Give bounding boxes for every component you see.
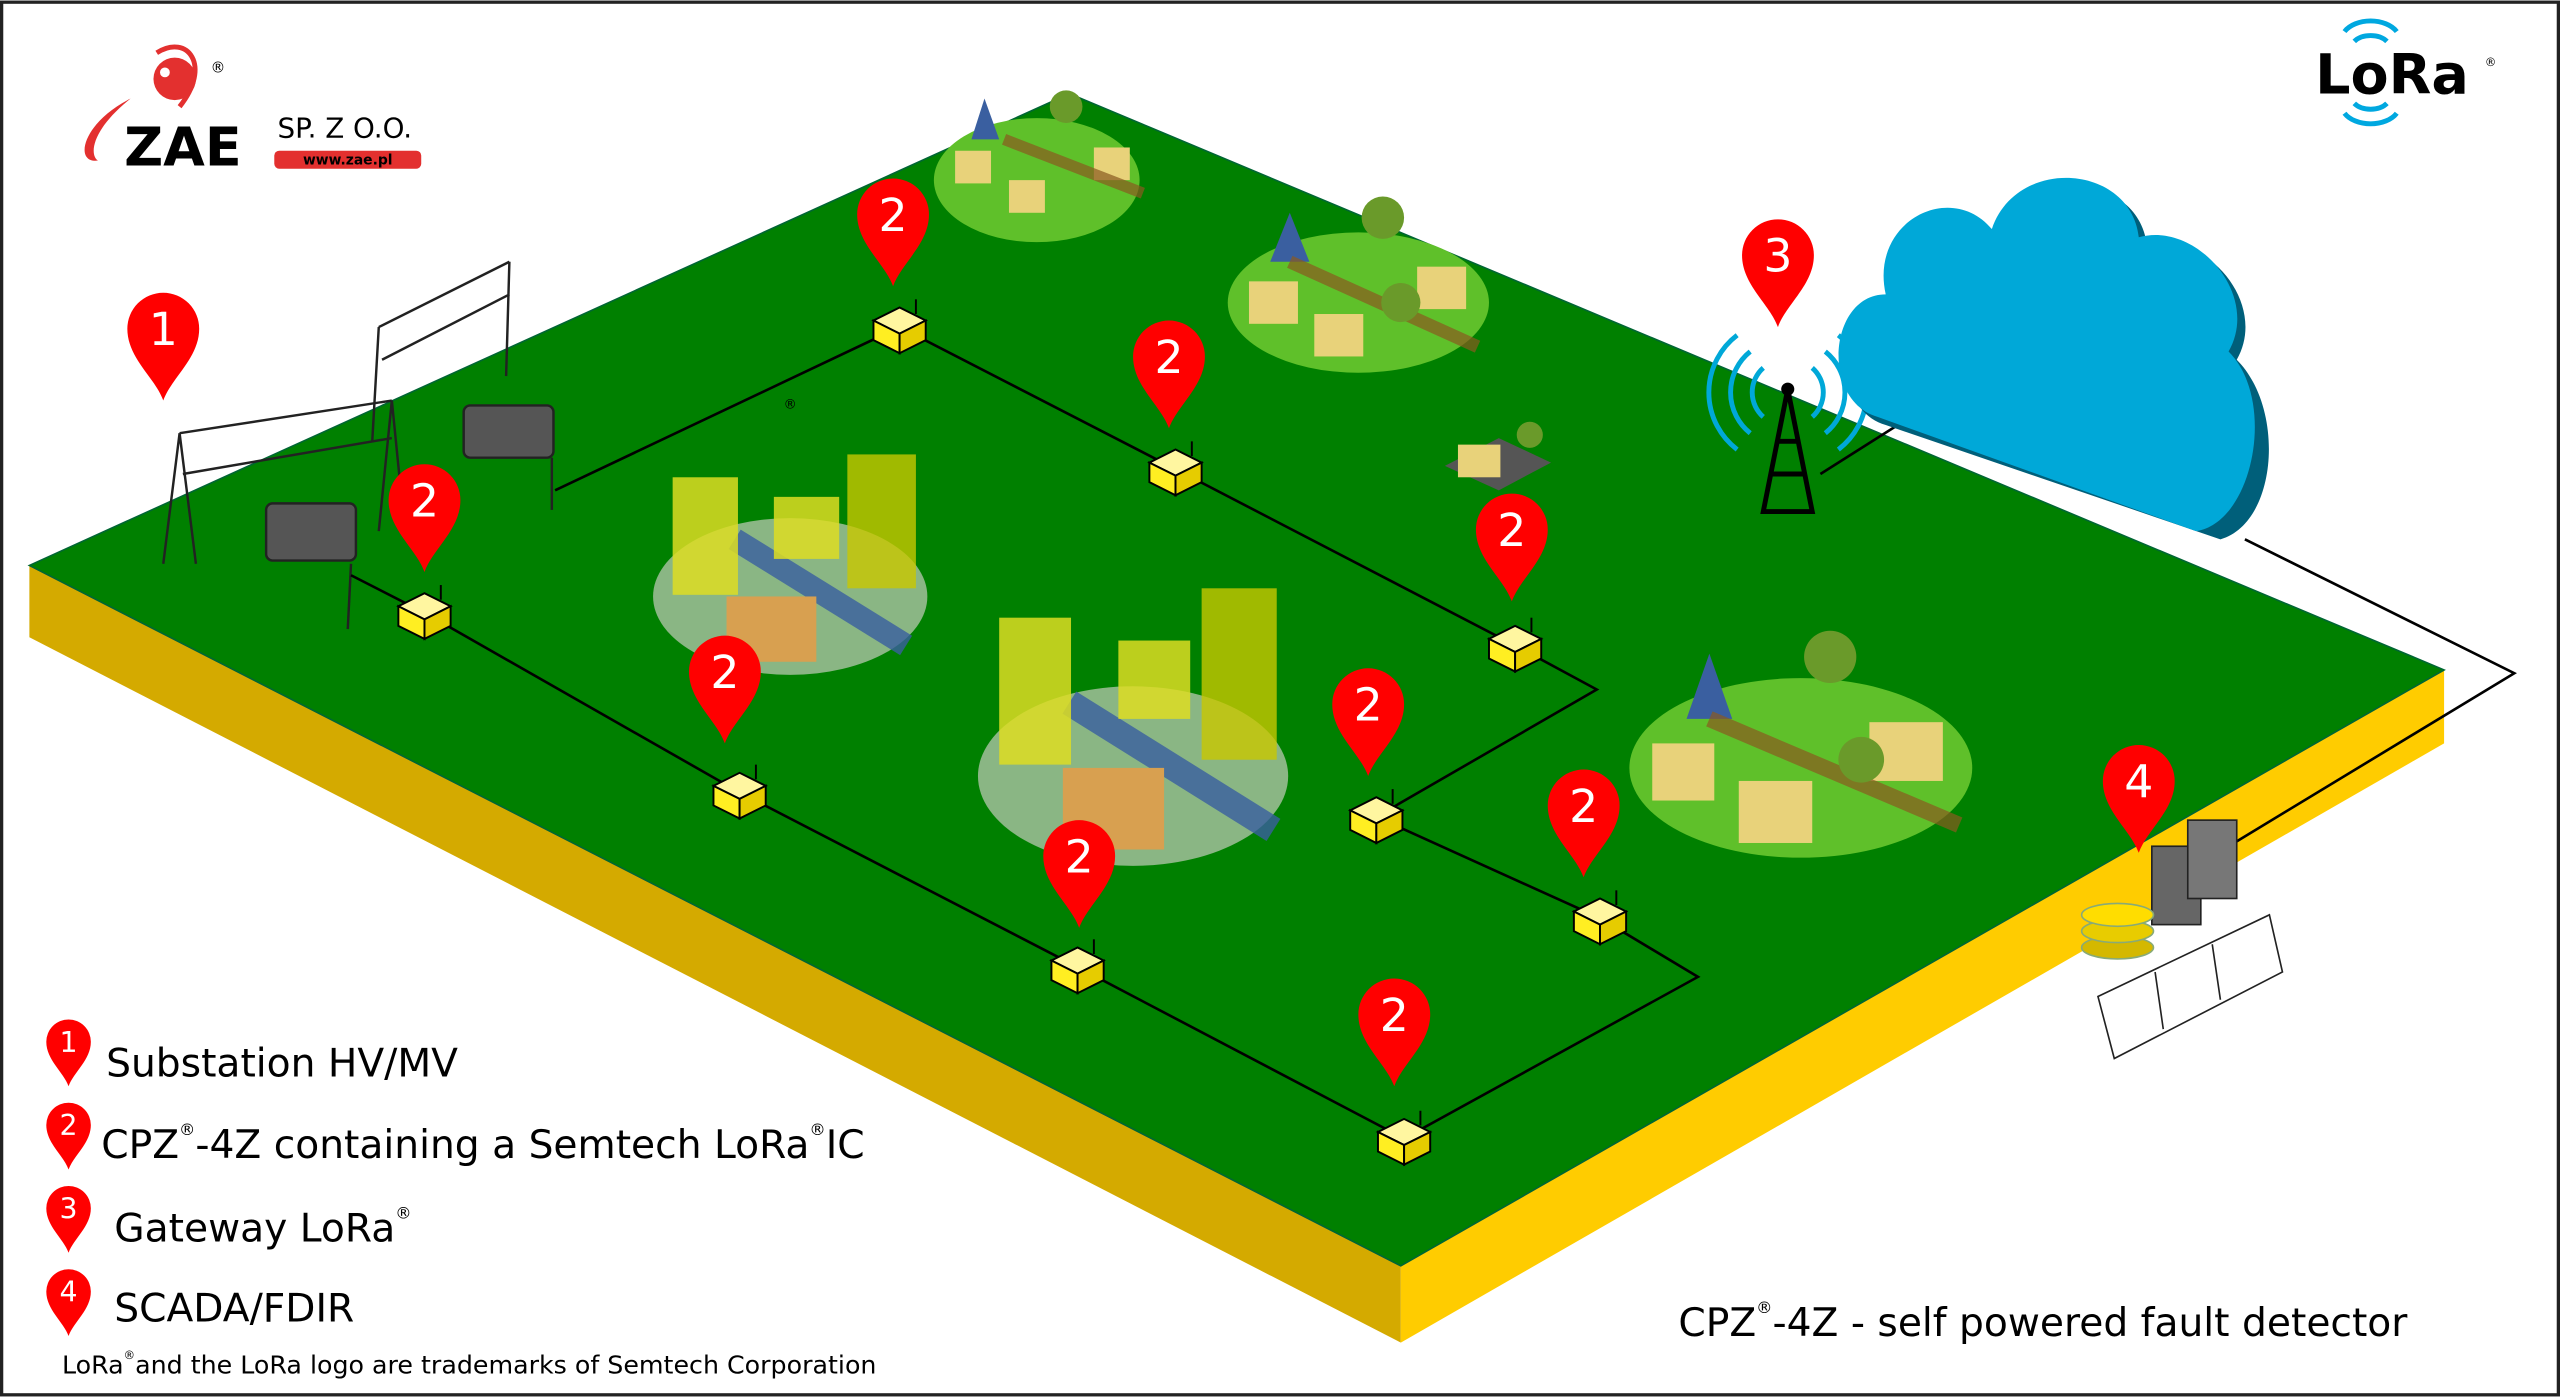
caption: CPZ®-4Z - self powered fault detector xyxy=(1678,1298,2408,1346)
marker-number: 1 xyxy=(60,1026,78,1059)
city-2 xyxy=(977,588,1289,866)
map-marker: 2 xyxy=(1133,320,1205,429)
lora-waves-icon xyxy=(2342,18,2399,127)
map-pin-icon xyxy=(1332,668,1405,777)
cpz-4z-device xyxy=(1147,441,1204,497)
marker-number: 2 xyxy=(1354,679,1383,732)
cpz-4z-device xyxy=(1486,617,1544,674)
marker-number: 1 xyxy=(149,303,178,356)
substation-1 xyxy=(162,399,407,630)
marker-number: 4 xyxy=(2124,755,2153,808)
map-marker: 2 xyxy=(688,635,761,744)
zae-brand: ZAE xyxy=(124,115,242,178)
legend-item-3: Gateway LoRa® xyxy=(114,1204,411,1252)
map-marker: 2 xyxy=(388,464,461,572)
zae-logo: ZAE ® SP. Z O.O. www.zae.pl xyxy=(84,44,422,178)
marker-number: 2 xyxy=(879,189,908,242)
map-marker: 2 xyxy=(1332,668,1405,777)
cpz-4z-device xyxy=(871,299,928,355)
legend-item-4: SCADA/FDIR xyxy=(114,1286,354,1331)
marker-number: 2 xyxy=(1569,780,1598,833)
cloud-icon xyxy=(1838,177,2269,540)
marker-number: 3 xyxy=(1763,230,1792,283)
marker-number: 2 xyxy=(710,646,739,699)
map-pin-icon xyxy=(388,464,461,572)
zae-suffix: SP. Z O.O. xyxy=(278,112,413,145)
lora-logo-reg: ® xyxy=(2485,55,2496,69)
cpz-4z-device xyxy=(1375,1110,1433,1167)
map-marker: 1 xyxy=(127,292,200,401)
map-pin-icon xyxy=(1475,493,1548,602)
marker-number: 2 xyxy=(410,474,439,527)
substation-2 xyxy=(371,260,555,510)
map-pin-icon xyxy=(688,635,761,744)
map-pin-icon xyxy=(46,1185,91,1253)
map-pin-icon xyxy=(1133,320,1205,429)
legend-marker: 2 xyxy=(46,1102,91,1170)
city-1 xyxy=(653,454,928,675)
legend-marker: 4 xyxy=(46,1269,91,1337)
map-pin-icon xyxy=(857,178,929,287)
legend-item-2: CPZ®-4Z containing a Semtech LoRa®IC xyxy=(101,1120,864,1168)
map-marker: 2 xyxy=(857,178,929,287)
legend: Substation HV/MV CPZ®-4Z containing a Se… xyxy=(101,1041,864,1331)
map-pin-icon xyxy=(46,1019,91,1087)
map-marker: 2 xyxy=(1043,820,1116,928)
line-reg-mark: ® xyxy=(784,398,797,413)
map-pin-icon xyxy=(1547,769,1620,878)
cpz-4z-device xyxy=(1348,789,1405,845)
lora-logo-text: LoRa xyxy=(2315,43,2469,108)
marker-number: 2 xyxy=(1065,830,1094,883)
marker-number: 4 xyxy=(60,1276,78,1309)
cpz-4z-device xyxy=(1049,939,1106,995)
town-3 xyxy=(1629,630,1973,858)
marker-number: 2 xyxy=(1154,331,1183,384)
map-marker: 2 xyxy=(1358,978,1431,1087)
map-pin-icon xyxy=(127,292,200,401)
map-marker: 2 xyxy=(1475,493,1548,602)
map-pin-icon xyxy=(1043,820,1116,928)
marker-number: 2 xyxy=(1497,504,1526,557)
trademark-note: LoRa®and the LoRa logo are trademarks of… xyxy=(62,1348,876,1380)
marker-number: 3 xyxy=(60,1192,78,1225)
zae-url: www.zae.pl xyxy=(303,153,393,169)
legend-marker: 3 xyxy=(46,1185,91,1253)
map-pin-icon xyxy=(1358,978,1431,1087)
scada-equipment xyxy=(2080,819,2284,1060)
map-marker: 3 xyxy=(1742,219,1814,328)
map-pin-icon xyxy=(46,1269,91,1337)
lora-logo: LoRa ® xyxy=(2315,18,2496,127)
board-right-face xyxy=(1400,669,2445,1343)
marker-number: 2 xyxy=(1380,989,1409,1042)
map-pin-icon xyxy=(1742,219,1814,328)
town-2 xyxy=(1227,196,1489,373)
cpz-4z-device xyxy=(396,585,453,641)
cpz-4z-device xyxy=(711,764,768,821)
board-left-face xyxy=(29,565,1401,1343)
town-1 xyxy=(933,90,1145,243)
map-marker: 2 xyxy=(1547,769,1620,878)
marker-number: 2 xyxy=(60,1109,78,1142)
farm-house xyxy=(1444,421,1552,491)
zae-reg: ® xyxy=(211,59,226,76)
map-pin-icon xyxy=(46,1102,91,1170)
legend-item-1: Substation HV/MV xyxy=(106,1041,458,1086)
map-pin-icon xyxy=(2102,745,2175,853)
map-marker: 4 xyxy=(2102,745,2175,853)
legend-marker: 1 xyxy=(46,1019,91,1087)
cpz-4z-device xyxy=(1571,890,1629,946)
